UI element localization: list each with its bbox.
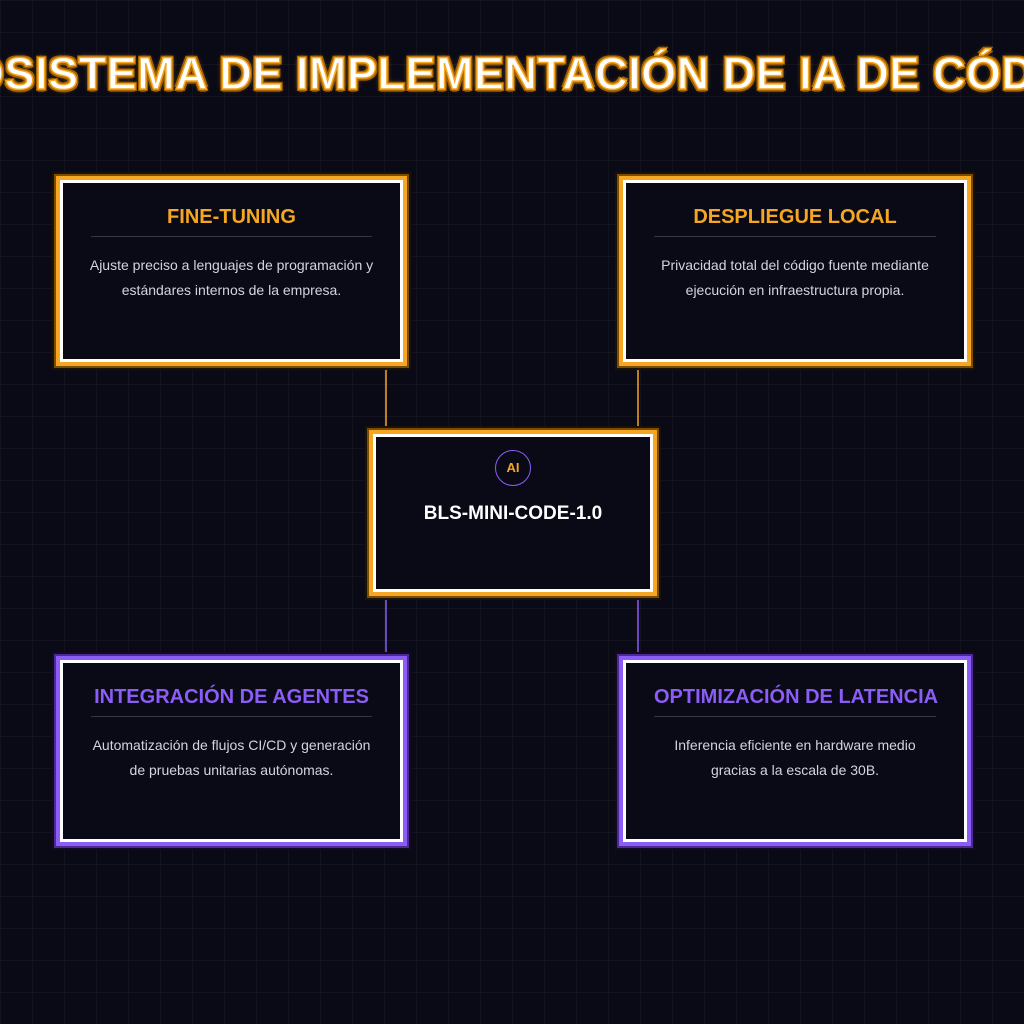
node-agent-integration: INTEGRACIÓN DE AGENTES Automatización de…	[60, 660, 403, 842]
node-title: OPTIMIZACIÓN DE LATENCIA	[654, 685, 938, 717]
model-name: BLS-MINI-CODE-1.0	[423, 503, 603, 524]
node-description: Inferencia eficiente en hardware medio g…	[674, 737, 916, 778]
ai-badge-icon: AI	[495, 450, 531, 486]
node-fine-tuning: FINE-TUNING Ajuste preciso a lenguajes d…	[60, 180, 403, 362]
node-title: INTEGRACIÓN DE AGENTES	[91, 685, 372, 717]
node-title: FINE-TUNING	[91, 205, 372, 237]
node-description: Automatización de flujos CI/CD y generac…	[92, 737, 371, 778]
node-latency-optimization: OPTIMIZACIÓN DE LATENCIA Inferencia efic…	[623, 660, 967, 842]
node-title: DESPLIEGUE LOCAL	[654, 205, 936, 237]
node-local-deployment: DESPLIEGUE LOCAL Privacidad total del có…	[623, 180, 967, 362]
node-description: Ajuste preciso a lenguajes de programaci…	[89, 257, 374, 298]
central-model-node: AI BLS-MINI-CODE-1.0	[373, 434, 653, 592]
page-title: ECOSISTEMA DE IMPLEMENTACIÓN DE IA DE CÓ…	[0, 47, 1024, 100]
title-area: ECOSISTEMA DE IMPLEMENTACIÓN DE IA DE CÓ…	[0, 44, 1024, 108]
node-description: Privacidad total del código fuente media…	[661, 257, 929, 298]
